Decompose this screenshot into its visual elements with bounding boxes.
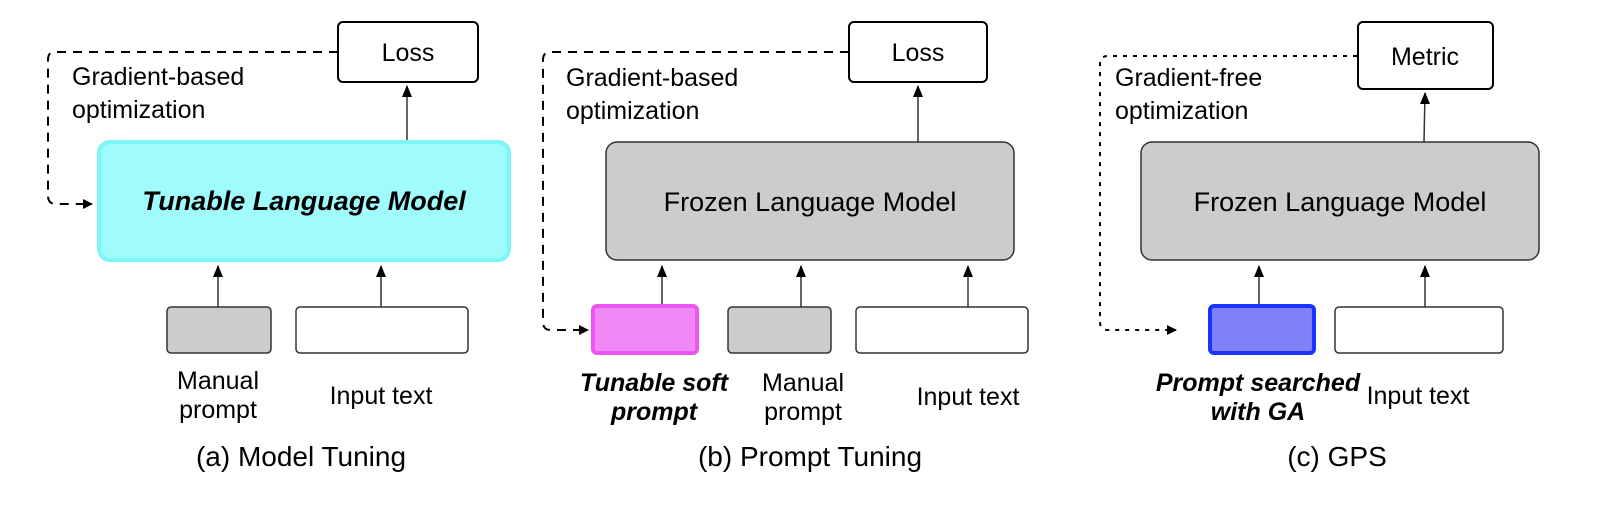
ga-searched-prompt-box bbox=[1208, 304, 1316, 355]
metric-label: Metric bbox=[1391, 43, 1459, 71]
loss-label: Loss bbox=[892, 39, 945, 67]
frozen-language-model-box bbox=[605, 141, 1015, 261]
feedback-dotted-line bbox=[1099, 55, 1357, 335]
panel-caption: (c) GPS bbox=[1287, 441, 1387, 472]
input-text-box bbox=[1334, 306, 1504, 354]
manual-prompt-label-line1: Manual bbox=[762, 369, 844, 397]
input-text-box bbox=[295, 306, 469, 354]
loss-box bbox=[337, 21, 479, 83]
optimization-label-line1: Gradient-free bbox=[1115, 64, 1262, 92]
ga-prompt-label-line1: Prompt searched bbox=[1156, 369, 1361, 397]
feedback-dashed-line bbox=[47, 51, 338, 209]
feedback-dashed-line bbox=[542, 51, 849, 335]
manual-prompt-label-line2: prompt bbox=[764, 398, 842, 426]
panel-gps: Metric Gradient-free optimization Frozen… bbox=[1099, 21, 1540, 472]
manual-prompt-label-line2: prompt bbox=[179, 396, 257, 424]
tunable-soft-prompt-label-line1: Tunable soft bbox=[580, 369, 730, 397]
panel-prompt-tuning: Loss Gradient-based optimization Frozen … bbox=[542, 21, 1029, 472]
optimization-label-line2: optimization bbox=[72, 96, 205, 124]
input-text-label: Input text bbox=[330, 382, 433, 410]
manual-prompt-box bbox=[166, 306, 272, 354]
tunable-soft-prompt-box bbox=[591, 304, 699, 355]
optimization-label-line1: Gradient-based bbox=[72, 63, 244, 91]
model-to-metric-arrow bbox=[1420, 92, 1430, 143]
tunable-language-model-label: Tunable Language Model bbox=[142, 186, 466, 216]
frozen-language-model-label: Frozen Language Model bbox=[1194, 187, 1487, 217]
manual-prompt-label-line1: Manual bbox=[177, 367, 259, 395]
input-text-label: Input text bbox=[917, 383, 1020, 411]
optimization-label-line2: optimization bbox=[566, 97, 699, 125]
optimization-label-line1: Gradient-based bbox=[566, 64, 738, 92]
input-text-label: Input text bbox=[1367, 382, 1470, 410]
metric-box bbox=[1357, 21, 1494, 90]
panel-caption: (b) Prompt Tuning bbox=[698, 441, 922, 472]
frozen-language-model-box bbox=[1140, 141, 1540, 261]
frozen-language-model-label: Frozen Language Model bbox=[664, 187, 957, 217]
input-text-box bbox=[855, 306, 1029, 354]
optimization-label-line2: optimization bbox=[1115, 97, 1248, 125]
ga-prompt-label-line2: with GA bbox=[1211, 398, 1305, 426]
loss-box bbox=[848, 21, 988, 83]
loss-label: Loss bbox=[382, 39, 435, 67]
tunable-language-model-box bbox=[97, 140, 511, 262]
panel-model-tuning: Loss Gradient-based optimization Tunable… bbox=[47, 21, 511, 472]
tunable-soft-prompt-label-line2: prompt bbox=[610, 398, 699, 426]
manual-prompt-box bbox=[727, 306, 832, 354]
panel-caption: (a) Model Tuning bbox=[196, 441, 406, 472]
